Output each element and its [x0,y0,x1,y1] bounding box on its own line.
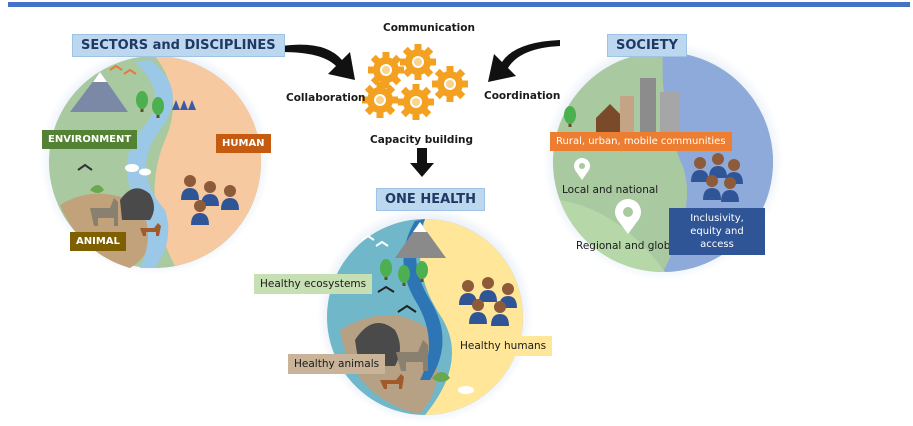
bird-green-icon [432,372,450,382]
gorilla-icon [120,188,154,220]
one-health-circle [317,207,533,423]
animal-label: ANIMAL [70,232,126,251]
plant-icon [172,100,196,110]
gears-icon [362,44,468,120]
inclusivity-label: Inclusivity, equity and access [669,208,765,255]
healthy-humans-label: Healthy humans [454,336,553,356]
bat-icon [377,285,395,293]
human-label: HUMAN [216,134,271,153]
collaboration-label: Collaboration [286,92,366,104]
sectors-circle [40,45,270,275]
mountain-icon [70,72,128,112]
communities-label: Rural, urban, mobile communities [550,132,732,151]
coordination-label: Coordination [484,90,561,102]
communication-label: Communication [383,22,475,34]
regional-global-label: Regional and global [576,240,680,252]
house-icon [596,104,624,134]
capacity-building-label: Capacity building [370,134,474,146]
fish-icon [458,386,474,394]
location-pin-icon [574,158,590,180]
healthy-animals-label: Healthy animals [288,354,386,374]
environment-label: ENVIRONMENT [42,130,138,149]
local-national-label: Local and national [562,184,659,196]
arrow-down-icon [410,148,434,177]
bird-icon [361,234,389,247]
society-title: SOCIETY [607,34,687,57]
goat-icon [396,340,428,371]
arrow-from-left-icon [282,44,355,80]
bird-icon [109,64,137,75]
goat-icon [90,198,118,226]
bird-green-icon [90,185,104,193]
bat-icon [77,163,93,171]
healthy-ecosystems-label: Healthy ecosystems [254,274,373,294]
mountain-icon [395,222,446,258]
dog-icon [380,374,404,389]
sectors-title: SECTORS and DISCIPLINES [72,34,285,57]
arrow-from-right-icon [488,40,560,82]
dog-icon [140,223,161,236]
fish-icon [125,164,139,172]
location-pin-large-icon [615,199,641,234]
building-icon [640,78,656,134]
top-accent-bar [8,2,910,7]
one-health-title: ONE HEALTH [376,188,486,211]
